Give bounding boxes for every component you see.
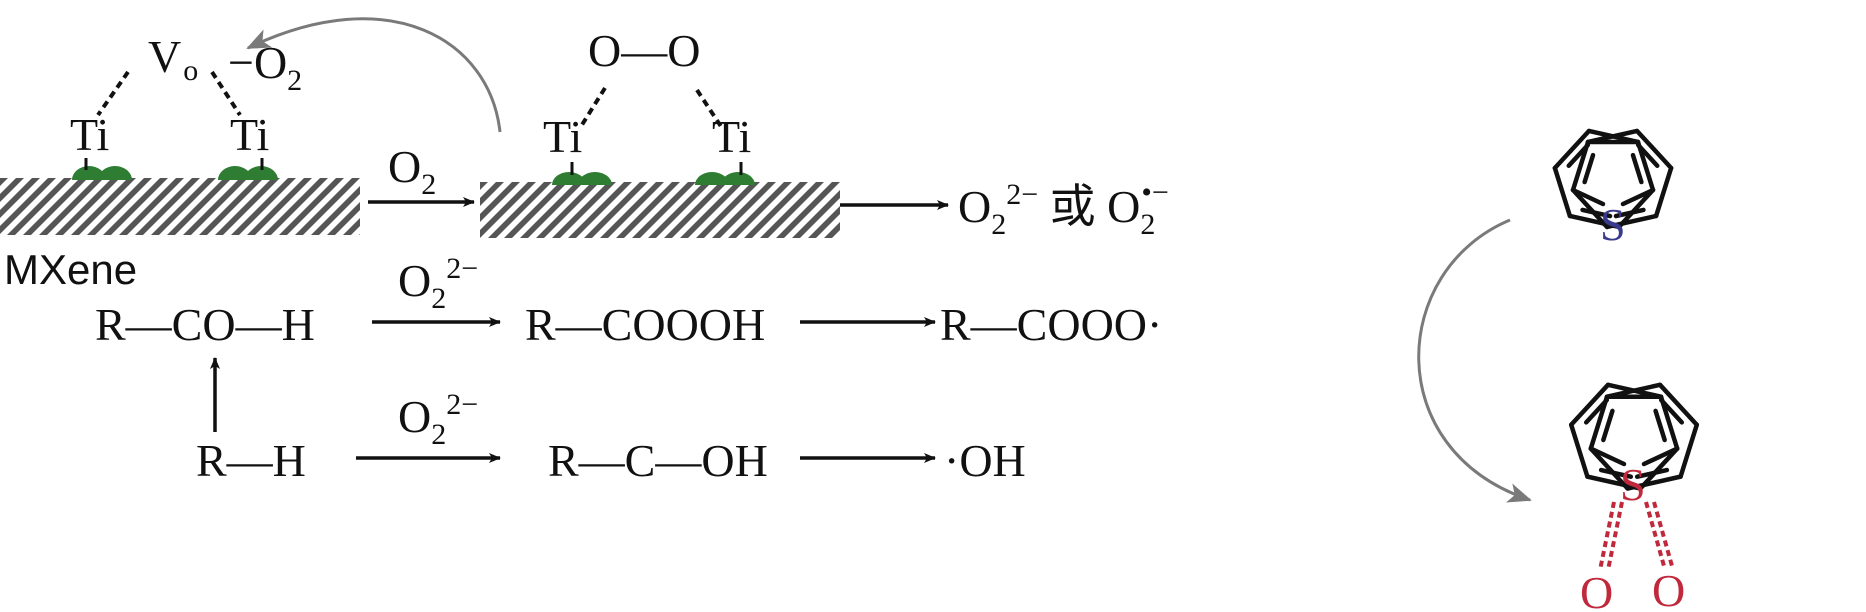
oxygen-vacancy-label: Vo <box>148 31 198 87</box>
mxene-surfaces <box>0 177 916 239</box>
sulfone-oxygen-label: O <box>1652 565 1685 612</box>
mxene-label: MXene <box>4 246 137 293</box>
o2-release-curved-arrow <box>246 17 502 133</box>
hatched-surface <box>404 181 916 239</box>
ti-site-bump <box>552 172 612 185</box>
reactive-oxygen-species-label: O22− 或 O2•− <box>958 176 1169 241</box>
peroxide-arrow-label: O22− <box>398 388 478 451</box>
dibenzothiophene-structure <box>1552 128 1674 230</box>
sulfone-sulfur-label: S <box>1620 459 1646 510</box>
o2-desorption-label: −O2 <box>228 37 302 97</box>
ti-site-bump <box>695 172 755 185</box>
ti-label: Ti <box>543 111 582 162</box>
ti-label: Ti <box>712 111 751 162</box>
alcohol-label: R—C—OH <box>548 435 768 486</box>
hatched-surface <box>0 177 437 236</box>
peroxy-radical-label: R—COOO· <box>940 299 1162 350</box>
hydroxyl-radical-label: ·OH <box>944 435 1026 486</box>
sulfone-oxygen-label: O <box>1580 567 1613 612</box>
peroxide-arrow-label: O22− <box>398 252 478 315</box>
sulfone-double-bonds <box>1598 501 1674 571</box>
ti-label: Ti <box>70 109 109 160</box>
dibenzothiophene-sulfone-structure <box>1568 382 1700 491</box>
ti-label: Ti <box>230 109 269 160</box>
ti-sites <box>72 158 755 185</box>
hydrocarbon-label: R—H <box>196 435 306 486</box>
curved-arrows <box>246 17 1532 503</box>
peroxo-label: O—O <box>588 25 700 76</box>
sulfur-atom-label: S <box>1600 199 1626 250</box>
o2-adsorption-label: O2 <box>388 141 436 201</box>
dashed-bonds <box>96 70 724 130</box>
reaction-arrows <box>210 197 949 463</box>
oxidation-curved-arrow <box>1417 218 1532 503</box>
peracid-label: R—COOOH <box>525 299 765 350</box>
aldehyde-label: R—CO—H <box>95 299 315 350</box>
ti-site-bump <box>72 166 132 180</box>
ti-site-bump <box>218 166 278 180</box>
